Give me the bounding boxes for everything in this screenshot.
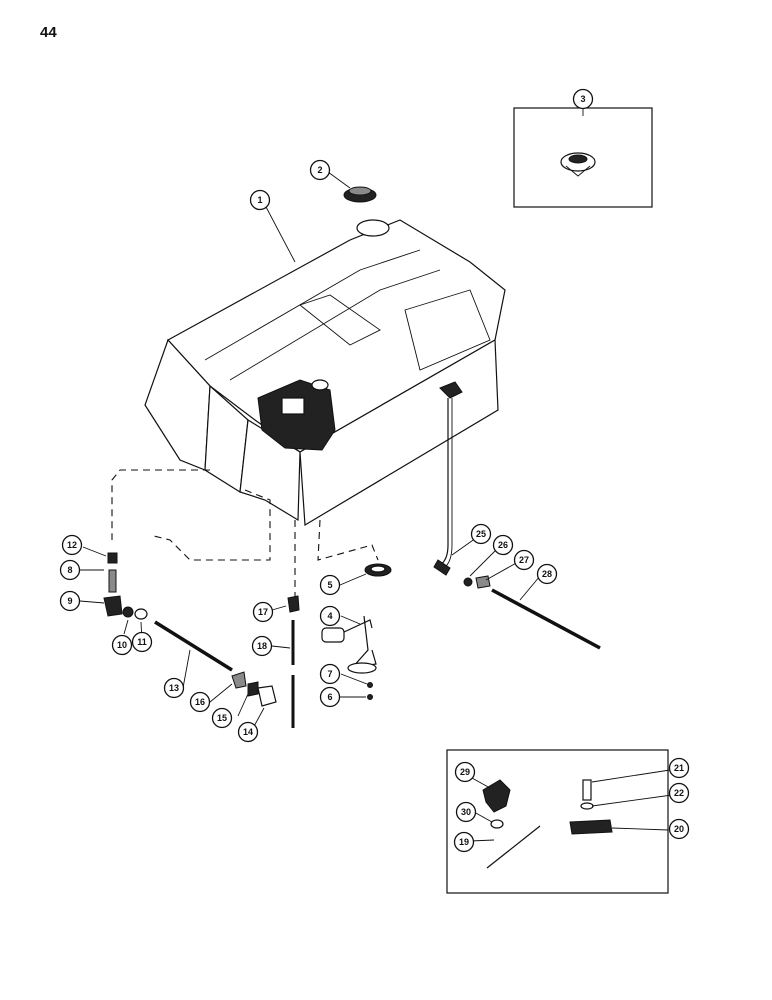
- callout-circle: [249, 189, 271, 211]
- callout-18: 18: [251, 635, 273, 657]
- callout-circle: [59, 590, 81, 612]
- callout-label: 17: [258, 607, 268, 617]
- vent-line: [287, 595, 300, 728]
- callout-14: 14: [237, 721, 259, 743]
- callout-circle: [319, 605, 341, 627]
- page-number: 44: [40, 24, 57, 41]
- callout-15: 15: [211, 707, 233, 729]
- callout-21: 21: [668, 757, 690, 779]
- callout-8: 8: [59, 559, 81, 581]
- inset-box-cap: [513, 107, 653, 208]
- callout-label: 1: [257, 195, 262, 205]
- callout-9: 9: [59, 590, 81, 612]
- callout-29: 29: [454, 761, 476, 783]
- callout-label: 5: [327, 580, 332, 590]
- callout-label: 4: [327, 611, 332, 621]
- callout-label: 26: [498, 540, 508, 550]
- callout-27: 27: [513, 549, 535, 571]
- callout-circle: [572, 88, 594, 110]
- callout-6: 6: [319, 686, 341, 708]
- callout-label: 21: [674, 763, 684, 773]
- callout-17: 17: [252, 601, 274, 623]
- callout-label: 14: [243, 727, 253, 737]
- callout-label: 28: [542, 569, 552, 579]
- callout-20: 20: [668, 818, 690, 840]
- callout-label: 9: [67, 596, 72, 606]
- callout-circle: [319, 663, 341, 685]
- callout-label: 18: [257, 641, 267, 651]
- callout-22: 22: [668, 782, 690, 804]
- callout-11: 11: [131, 631, 153, 653]
- callout-26: 26: [492, 534, 514, 556]
- callout-label: 7: [327, 669, 332, 679]
- sender-assembly: [321, 563, 392, 700]
- callout-circle: [211, 707, 233, 729]
- inset-box-hardware: [446, 749, 669, 894]
- callout-12: 12: [61, 534, 83, 556]
- fuel-tank: [144, 219, 506, 527]
- callout-circle: [470, 523, 492, 545]
- callout-circle: [319, 686, 341, 708]
- callout-10: 10: [111, 634, 133, 656]
- drain-tube: [433, 398, 453, 576]
- callout-circle: [252, 601, 274, 623]
- callout-circle: [492, 534, 514, 556]
- callout-label: 6: [327, 692, 332, 702]
- callout-circle: [61, 534, 83, 556]
- hardware-items: [482, 779, 613, 869]
- callout-19: 19: [453, 831, 475, 853]
- callout-5: 5: [319, 574, 341, 596]
- callout-label: 20: [674, 824, 684, 834]
- callout-circle: [251, 635, 273, 657]
- callout-circle: [668, 782, 690, 804]
- callout-circle: [454, 761, 476, 783]
- callout-label: 25: [476, 529, 486, 539]
- callout-label: 30: [461, 807, 471, 817]
- drain-fittings: [463, 575, 601, 650]
- callout-circle: [189, 691, 211, 713]
- callout-circle: [237, 721, 259, 743]
- callout-circle: [131, 631, 153, 653]
- callout-circle: [319, 574, 341, 596]
- callout-25: 25: [470, 523, 492, 545]
- callout-label: 2: [317, 165, 322, 175]
- callout-label: 27: [519, 555, 529, 565]
- callout-30: 30: [455, 801, 477, 823]
- callout-3: 3: [572, 88, 594, 110]
- routing-lines: [111, 469, 379, 600]
- callout-label: 15: [217, 713, 227, 723]
- callout-2: 2: [309, 159, 331, 181]
- callout-label: 16: [195, 697, 205, 707]
- callout-label: 12: [67, 540, 77, 550]
- callout-7: 7: [319, 663, 341, 685]
- callout-circle: [513, 549, 535, 571]
- callout-circle: [163, 677, 185, 699]
- callout-label: 13: [169, 683, 179, 693]
- callout-28: 28: [536, 563, 558, 585]
- callout-label: 29: [460, 767, 470, 777]
- callout-circle: [668, 818, 690, 840]
- callout-1: 1: [249, 189, 271, 211]
- callout-circle: [668, 757, 690, 779]
- callout-label: 22: [674, 788, 684, 798]
- callout-label: 11: [137, 637, 147, 647]
- callout-16: 16: [189, 691, 211, 713]
- callout-circle: [536, 563, 558, 585]
- outlet-fittings: [103, 552, 277, 707]
- callout-circle: [455, 801, 477, 823]
- callout-label: 3: [580, 94, 585, 104]
- callout-circle: [111, 634, 133, 656]
- fuel-cap: [343, 186, 377, 203]
- callout-label: 19: [459, 837, 469, 847]
- callout-label: 10: [117, 640, 127, 650]
- callout-13: 13: [163, 677, 185, 699]
- callout-circle: [309, 159, 331, 181]
- callout-circle: [59, 559, 81, 581]
- callout-circle: [453, 831, 475, 853]
- callout-4: 4: [319, 605, 341, 627]
- callout-label: 8: [67, 565, 72, 575]
